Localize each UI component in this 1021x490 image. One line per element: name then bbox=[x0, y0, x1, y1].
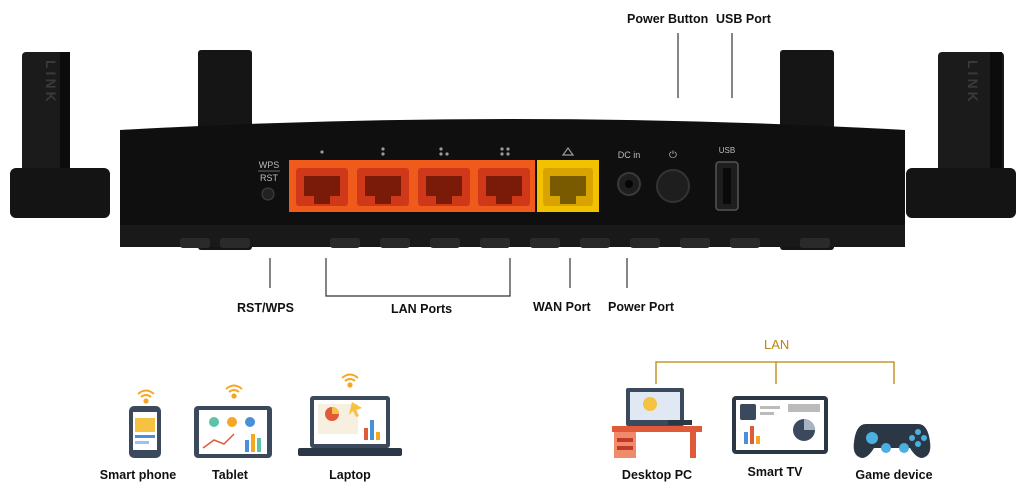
wan-globe-icon bbox=[561, 146, 575, 156]
lan-group-title: LAN bbox=[764, 337, 790, 352]
wifi-icon bbox=[225, 384, 243, 399]
device-label-smartphone: Smart phone bbox=[99, 468, 177, 482]
tablet-icon bbox=[194, 406, 272, 458]
wan-port-label: WAN Port bbox=[533, 300, 591, 314]
device-label-laptop: Laptop bbox=[329, 468, 371, 482]
left-outer-antenna: LINK bbox=[10, 52, 110, 218]
lan-ports bbox=[289, 147, 535, 212]
device-label-tablet: Tablet bbox=[212, 468, 248, 482]
smart-tv-icon bbox=[732, 396, 828, 454]
dc-in-port[interactable]: DC in bbox=[617, 150, 641, 196]
dc-in-label: DC in bbox=[618, 150, 641, 160]
rst-wps-label: RST/WPS bbox=[237, 301, 294, 315]
lan-port-4[interactable] bbox=[478, 168, 530, 206]
rst-wps-button[interactable]: WPS RST bbox=[258, 160, 280, 201]
antenna-brand-text: LINK bbox=[43, 60, 59, 105]
device-label-desktop-pc: Desktop PC bbox=[621, 468, 693, 482]
power-symbol-icon: ⏻ bbox=[669, 150, 677, 161]
wps-label: WPS bbox=[259, 160, 280, 170]
device-label-game-device: Game device bbox=[855, 468, 933, 482]
antenna-brand-text: LINK bbox=[965, 60, 981, 105]
power-button[interactable]: ⏻ bbox=[656, 150, 690, 203]
device-label-smart-tv: Smart TV bbox=[747, 465, 803, 479]
lan-port-1[interactable] bbox=[296, 168, 348, 206]
desktop-pc-icon bbox=[612, 388, 702, 458]
wifi-icon bbox=[341, 373, 359, 388]
wifi-icon bbox=[137, 389, 155, 404]
lan-bracket bbox=[655, 361, 895, 384]
usb-port-label: USB Port bbox=[716, 12, 771, 26]
smartphone-icon bbox=[129, 406, 161, 458]
wan-port[interactable] bbox=[537, 146, 599, 212]
game-device-icon bbox=[853, 424, 931, 458]
usb-port[interactable]: USB bbox=[715, 146, 739, 211]
power-port-label: Power Port bbox=[608, 300, 674, 314]
lan-port-2[interactable] bbox=[357, 168, 409, 206]
laptop-icon bbox=[298, 396, 402, 456]
lan-ports-label: LAN Ports bbox=[391, 302, 453, 316]
power-button-label: Power Button bbox=[627, 12, 709, 26]
router: LINK LINK WPS RST bbox=[10, 50, 1016, 250]
right-outer-antenna: LINK bbox=[906, 52, 1016, 218]
callout-lines bbox=[269, 33, 733, 297]
usb-label: USB bbox=[719, 146, 735, 155]
lan-port-3[interactable] bbox=[418, 168, 470, 206]
rst-label: RST bbox=[260, 173, 279, 183]
